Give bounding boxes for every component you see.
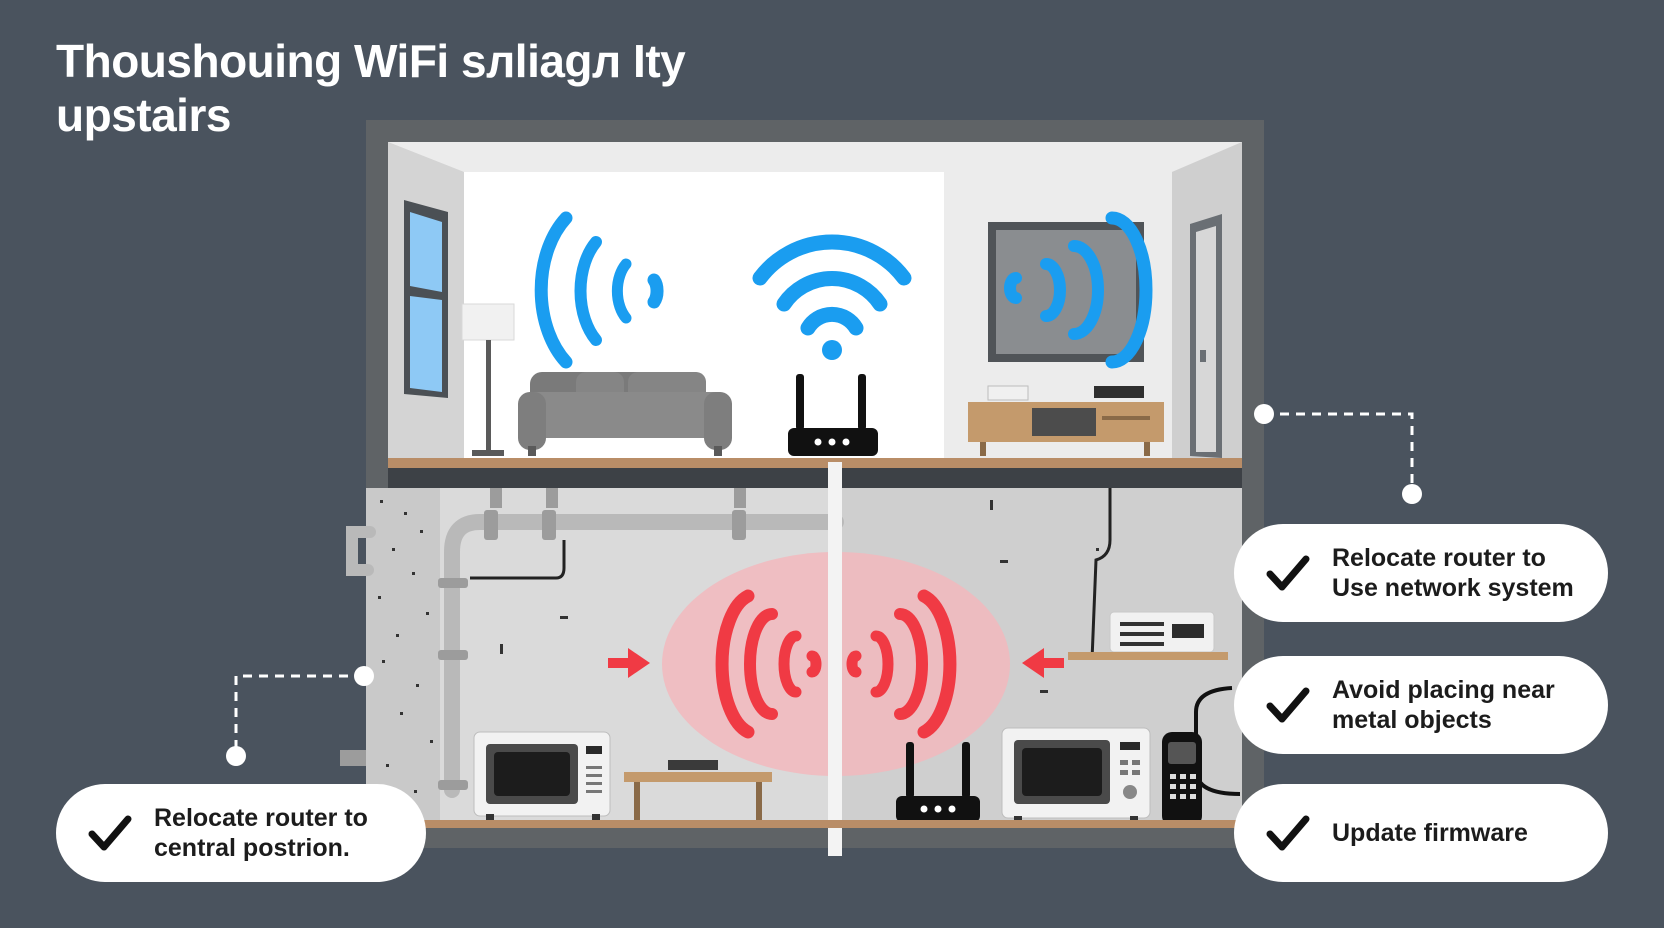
basement <box>340 462 1242 856</box>
upstairs-room <box>388 142 1242 462</box>
check-icon <box>1266 815 1310 851</box>
divider-wall <box>828 462 842 856</box>
floor-slab <box>388 468 1242 488</box>
tip-update-firmware: Update firmware <box>1234 784 1608 882</box>
title-line-2: upstairs <box>56 89 231 141</box>
router-icon <box>896 742 980 822</box>
microwave-left <box>473 731 611 822</box>
upper-floor <box>388 458 1242 468</box>
wifi-icon <box>752 234 912 360</box>
callout-connectors <box>234 412 1414 752</box>
television <box>988 222 1144 362</box>
tv-stand <box>968 385 1164 456</box>
check-icon <box>88 815 132 851</box>
microwave-right <box>1001 727 1151 824</box>
tip-avoid-metal: Avoid placing near metal objects <box>1234 656 1608 754</box>
tip-network-system: Relocate router to Use network system <box>1234 524 1608 622</box>
page-title: Thoushouing WiFi sлliagл Ity upstairs <box>56 34 686 142</box>
basement-floor <box>388 820 1242 828</box>
arrow-left-icon <box>1022 648 1064 678</box>
table <box>624 760 772 822</box>
sofa <box>518 372 732 456</box>
tip-text: Relocate router to central postrion. <box>154 804 368 862</box>
check-icon <box>1266 555 1310 591</box>
callout-dot <box>1402 484 1422 504</box>
callout-dot <box>1254 404 1274 424</box>
title-line-1: Thoushouing WiFi sлliagл Ity <box>56 35 686 87</box>
router-icon <box>788 374 878 456</box>
tip-text: Update firmware <box>1332 819 1528 847</box>
wifi-signal-left <box>534 211 664 369</box>
callout-dot <box>226 746 246 766</box>
door <box>1190 214 1222 458</box>
check-icon <box>1266 687 1310 723</box>
metal-pipes <box>346 514 844 798</box>
floor-lamp <box>461 303 515 456</box>
tip-text: Avoid placing near metal objects <box>1332 676 1555 734</box>
callout-dot <box>354 666 374 686</box>
weak-signal-waves <box>715 589 957 739</box>
shelf-device <box>1068 611 1228 660</box>
arrow-right-icon <box>608 648 650 678</box>
tip-relocate-central: Relocate router to central postrion. <box>56 784 426 882</box>
cordless-phone-icon <box>1162 686 1241 826</box>
window <box>404 200 448 398</box>
wifi-signal-right <box>1004 211 1153 369</box>
tip-text: Relocate router to Use network system <box>1332 544 1574 602</box>
